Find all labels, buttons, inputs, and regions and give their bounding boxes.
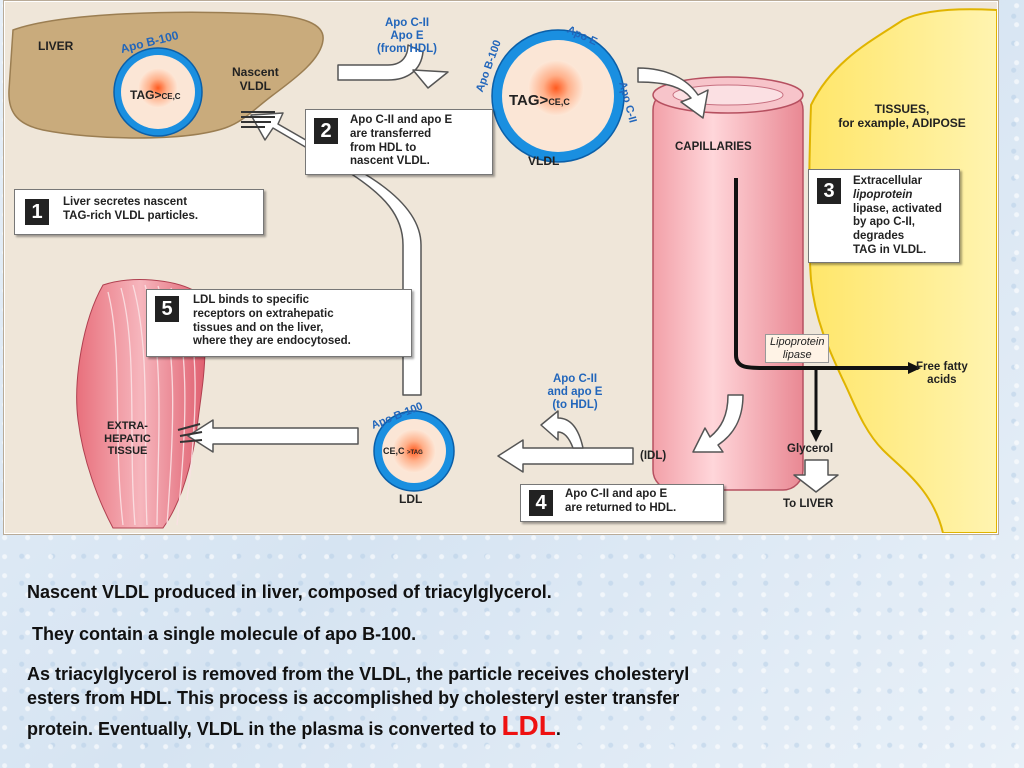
step-3-box: 3 Extracellular lipoprotein lipase, acti… xyxy=(808,169,960,263)
caption-line-2: They contain a single molecule of apo B-… xyxy=(27,624,417,644)
apo-out-line2: and apo E xyxy=(547,386,603,399)
ldl-core-label: CE,C >TAG xyxy=(383,446,423,457)
apo-in-line2: Apo E xyxy=(390,30,424,43)
tissues-line2: for example, ADIPOSE xyxy=(838,115,966,130)
extrahepatic-line1: EXTRA- xyxy=(107,420,148,432)
step-5-text: LDL binds to specific receptors on extra… xyxy=(193,294,351,349)
apo-from-hdl-label: Apo C-II Apo E (from HDL) xyxy=(362,17,452,57)
caption-line-3c: protein. Eventually, VLDL in the plasma … xyxy=(27,719,502,739)
vldl-tag-main: TAG> xyxy=(509,92,549,109)
step-1-box: 1 Liver secretes nascent TAG-rich VLDL p… xyxy=(14,189,264,235)
ldl-core-sub: >TAG xyxy=(407,450,423,456)
step-1-number: 1 xyxy=(25,199,49,225)
vldl-tag-sub: CE,C xyxy=(548,97,570,107)
ldl-highlight: LDL xyxy=(501,710,556,741)
tag-vldl-label: TAG>CE,C xyxy=(509,92,570,109)
step-3-line: degrades xyxy=(853,230,905,243)
extrahepatic-line2: HEPATIC xyxy=(104,432,151,445)
apo-in-line1: Apo C-II xyxy=(384,17,430,29)
extrahepatic-line3: TISSUE xyxy=(107,445,148,458)
step-5-line: tissues and on the liver, xyxy=(193,321,324,334)
ldl-label: LDL xyxy=(399,492,423,506)
step-5-line: receptors on extrahepatic xyxy=(193,307,334,320)
step-4-text: Apo C-II and apo E are returned to HDL. xyxy=(565,488,676,516)
metabolism-diagram xyxy=(8,8,997,533)
step-1-text: Liver secretes nascent TAG-rich VLDL par… xyxy=(63,196,198,224)
nascent-vldl-label: Nascent VLDL xyxy=(232,65,279,94)
step-3-line: by apo C-II, xyxy=(853,216,915,229)
step-3-line: TAG in VLDL. xyxy=(853,243,927,256)
step-2-line: nascent VLDL. xyxy=(350,155,430,168)
lipase-pathway-line xyxy=(734,178,908,370)
extrahepatic-label: EXTRA- HEPATIC TISSUE xyxy=(90,420,165,458)
caption-line-3b: esters from HDL. This process is accompl… xyxy=(27,688,680,708)
step-5-line: LDL binds to specific xyxy=(193,294,310,306)
vldl-word-label: VLDL xyxy=(239,78,272,93)
adipose-tissue-shape xyxy=(808,8,997,533)
step-5-box: 5 LDL binds to specific receptors on ext… xyxy=(146,289,412,357)
tag-main: TAG> xyxy=(130,88,162,102)
tag-sub: CE,C xyxy=(161,92,181,101)
step-4-number: 4 xyxy=(529,490,553,516)
step-2-box: 2 Apo C-II and apo E are transferred fro… xyxy=(305,109,493,175)
step-3-text: Extracellular lipoprotein lipase, activa… xyxy=(853,175,942,258)
step-1-line: TAG-rich VLDL particles. xyxy=(63,209,199,222)
step-5-number: 5 xyxy=(155,296,179,322)
step-3-line: lipase, activated xyxy=(853,202,942,215)
capillaries-label: CAPILLARIES xyxy=(675,141,752,153)
idl-label: (IDL) xyxy=(640,450,667,462)
caption-line-3a: As triacylglycerol is removed from the V… xyxy=(27,664,690,684)
apo-out-line1: Apo C-II xyxy=(552,373,598,385)
apo-in-line3: (from HDL) xyxy=(376,43,438,56)
free-fatty-line2: acids xyxy=(927,374,957,387)
free-fatty-acids-label: Free fatty acids xyxy=(916,361,968,387)
step-1-line: Liver secretes nascent xyxy=(63,196,188,208)
step-2-line: from HDL to xyxy=(350,141,417,154)
lipase-line2: lipase xyxy=(782,348,812,361)
step-2-number: 2 xyxy=(314,118,338,144)
caption-line-1: Nascent VLDL produced in liver, composed… xyxy=(27,582,552,602)
tissues-label: TISSUES, for example, ADIPOSE xyxy=(812,102,992,131)
tag-nascent-label: TAG>CE,C xyxy=(130,88,181,103)
step-3-number: 3 xyxy=(817,178,841,204)
ldl-core-main: CE,C xyxy=(383,446,405,456)
apo-to-hdl-label: Apo C-II and apo E (to HDL) xyxy=(535,373,615,413)
step-3-line: Extracellular xyxy=(853,175,923,187)
liver-label: LIVER xyxy=(38,39,74,53)
step-5-line: where they are endocytosed. xyxy=(193,335,351,348)
apo-out-line3: (to HDL) xyxy=(552,399,598,412)
lipase-line1: Lipoprotein xyxy=(770,336,825,348)
step-2-text: Apo C-II and apo E are transferred from … xyxy=(350,114,452,169)
tissues-line1: TISSUES, xyxy=(874,102,930,116)
free-fatty-line1: Free fatty xyxy=(916,361,968,373)
glycerol-label: Glycerol xyxy=(787,443,834,455)
lipase-label: Lipoprotein lipase xyxy=(765,334,830,364)
step-4-line: Apo C-II and apo E xyxy=(565,488,668,500)
step-4-box: 4 Apo C-II and apo E are returned to HDL… xyxy=(520,484,724,522)
step-3-line: lipoprotein xyxy=(853,188,913,201)
vldl-label: VLDL xyxy=(528,154,560,168)
step-4-line: are returned to HDL. xyxy=(565,501,677,514)
step-2-line: Apo C-II and apo E xyxy=(350,114,453,126)
caption-line-3c-wrap: protein. Eventually, VLDL in the plasma … xyxy=(27,712,887,741)
nascent-label: Nascent xyxy=(232,65,279,79)
caption-paragraph: As triacylglycerol is removed from the V… xyxy=(27,662,887,741)
step-2-line: are transferred xyxy=(350,127,432,140)
caption-period: . xyxy=(555,719,561,739)
to-liver-label: To LIVER xyxy=(783,498,834,510)
